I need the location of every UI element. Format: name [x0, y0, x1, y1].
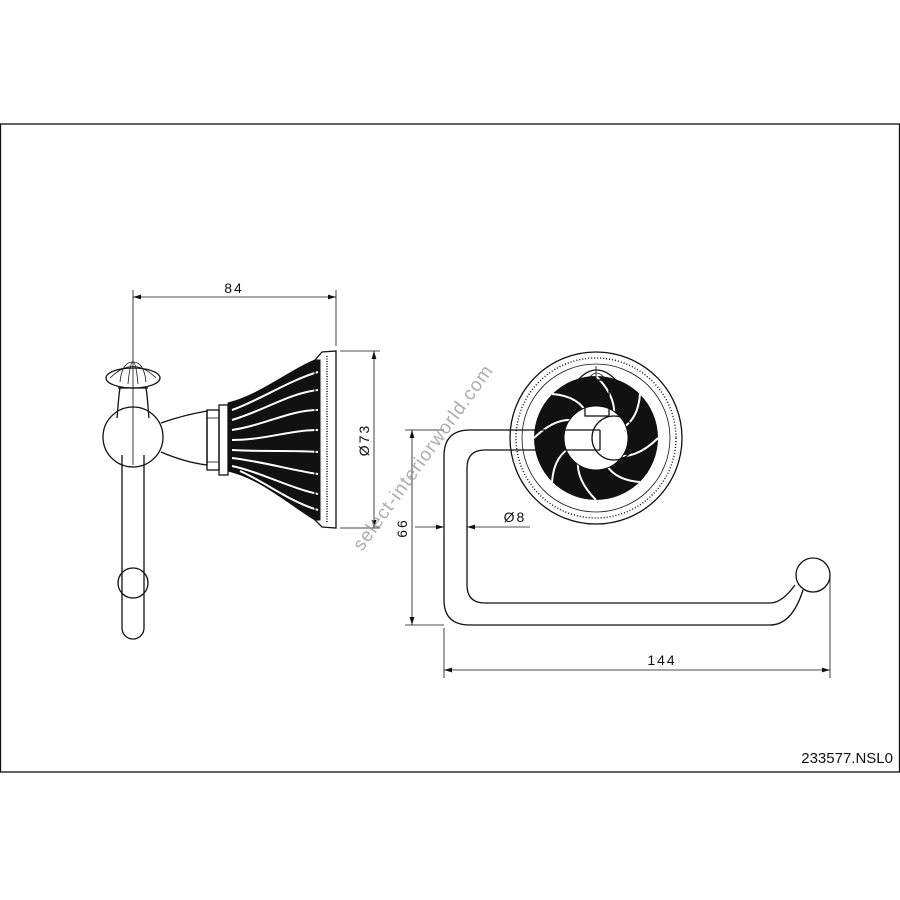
watermark: select-interiorworld.com: [349, 361, 498, 555]
holder-end-ball: [795, 557, 831, 593]
rosette-diameter-label: Ø73: [356, 424, 372, 456]
dimension-depth: 84: [132, 280, 337, 465]
paper-holder-bar: [443, 429, 804, 626]
dimension-rod-diameter: Ø8: [415, 509, 530, 530]
height-label: 66: [394, 518, 410, 538]
dimension-rosette-diameter: Ø73: [340, 350, 380, 529]
dimension-height: 66: [394, 429, 444, 626]
side-view: [102, 350, 337, 640]
fluted-base: [227, 359, 321, 521]
product-code: 233577.NSL0: [801, 750, 893, 767]
dimension-width: 144: [443, 578, 831, 678]
wall-flange: [314, 350, 337, 529]
rod-diameter-label: Ø8: [504, 509, 527, 525]
drawing-frame: [0, 123, 900, 773]
rod-end-ball: [117, 567, 149, 599]
depth-label: 84: [224, 280, 244, 296]
width-label: 144: [647, 652, 676, 668]
front-view: [443, 351, 831, 626]
rosette-outer: [509, 351, 683, 525]
